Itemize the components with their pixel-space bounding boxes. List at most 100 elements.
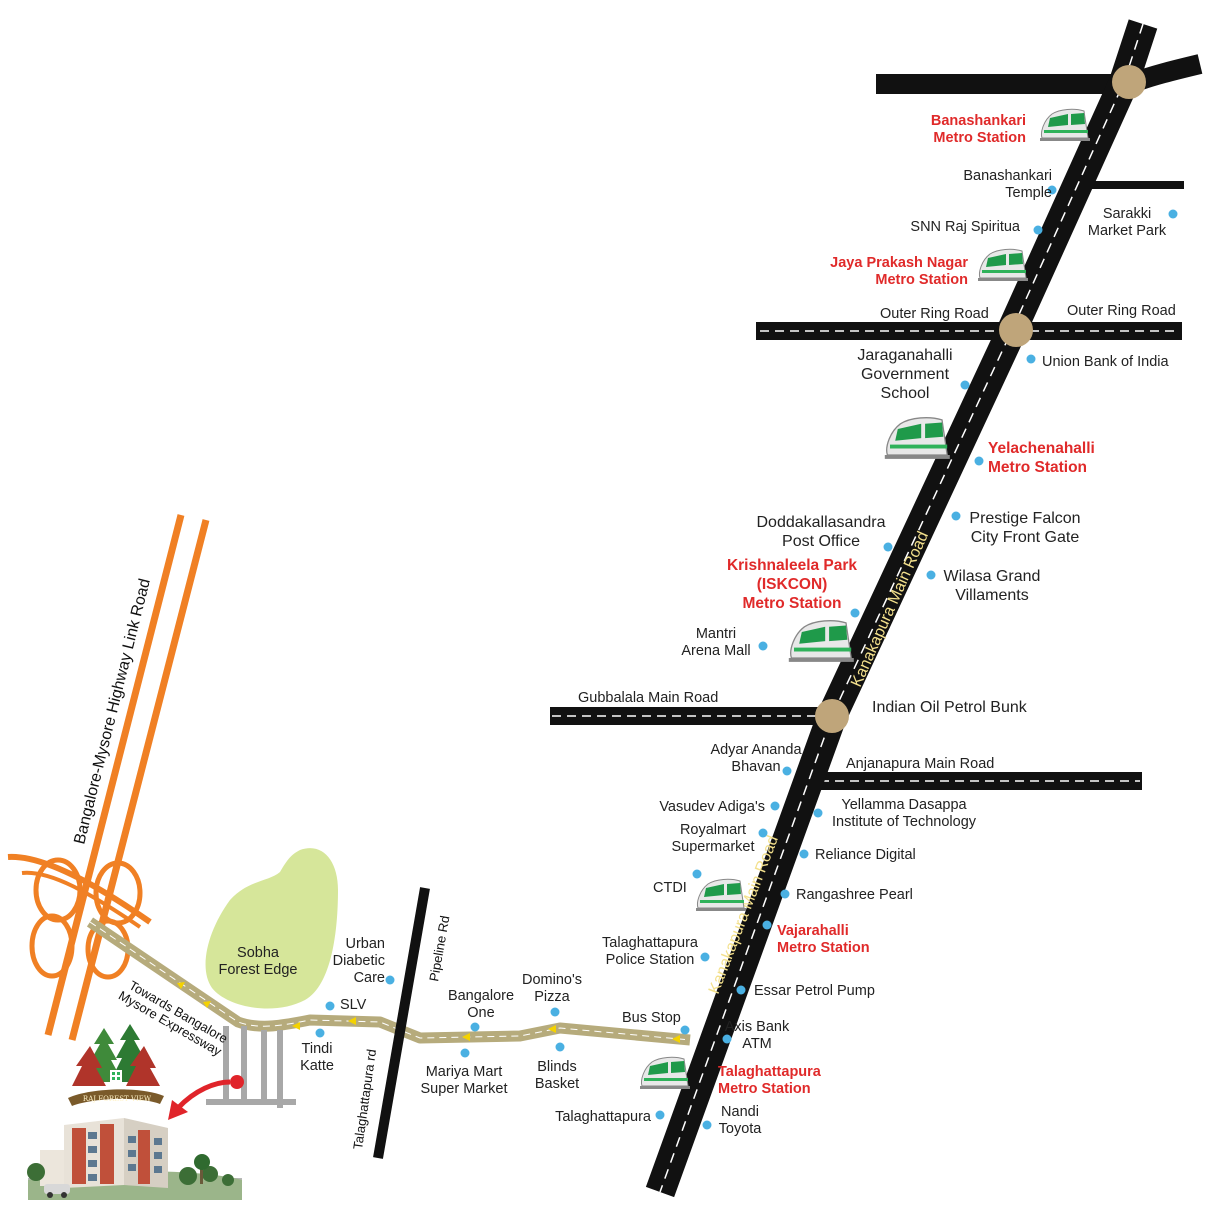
label-line: ATM: [742, 1036, 772, 1052]
landmark-rangashree: Rangashree Pearl: [796, 887, 913, 903]
label-line: Bhavan: [731, 759, 780, 775]
train-icon: [788, 620, 855, 663]
landmark-union-bank: Union Bank of India: [1042, 354, 1169, 370]
label-line: Domino's: [522, 972, 582, 988]
label-line: Indian Oil Petrol Bunk: [872, 699, 1028, 716]
label-line: SNN Raj Spiritua: [910, 219, 1021, 235]
label-line: Jaraganahalli: [857, 347, 952, 364]
label-line: Metro Station: [718, 1081, 811, 1097]
label-line: Doddakallasandra: [757, 514, 886, 531]
kanakapura-main-road: [645, 19, 1158, 1198]
label-line: Bus Stop: [622, 1010, 681, 1026]
label-line: Post Office: [782, 533, 860, 550]
label-line: Super Market: [420, 1081, 507, 1097]
label-line: Yelachenahalli: [988, 440, 1095, 457]
outer-ring-road-right: Outer Ring Road: [1067, 303, 1176, 319]
label-line: Pizza: [534, 989, 570, 1005]
landmark-snn-raj: SNN Raj Spiritua: [910, 219, 1021, 235]
pipeline-road: [373, 887, 430, 1159]
label-line: Metro Station: [933, 130, 1026, 146]
train-icon: [884, 417, 951, 460]
label-line: Mantri: [696, 626, 736, 642]
pipeline-road-label: Pipeline Rd: [426, 914, 452, 982]
landmark-bus-stop: Bus Stop: [622, 1010, 681, 1026]
label-line: Government: [861, 366, 950, 383]
label-line: Police Station: [606, 952, 695, 968]
label-line: Royalmart: [680, 822, 746, 838]
label-line: Bangalore: [448, 988, 514, 1004]
markers: [315, 185, 1178, 1130]
label-line: Sarakki: [1103, 206, 1151, 222]
outer-ring-road-left: Outer Ring Road: [880, 306, 989, 322]
label-line: Temple: [1005, 185, 1052, 201]
label-line: Katte: [300, 1058, 334, 1074]
label-line: Care: [354, 970, 385, 986]
label-line: Metro Station: [988, 459, 1087, 476]
label-line: Rangashree Pearl: [796, 887, 913, 903]
label-line: Union Bank of India: [1042, 354, 1169, 370]
kanakapura-road-label-upper: Kanakapura Main Road: [848, 529, 932, 689]
label-line: SLV: [340, 997, 367, 1013]
label-line: Metro Station: [777, 940, 870, 956]
landmark-talaghattapura: Talaghattapura: [555, 1109, 652, 1125]
anjanapura-road-label: Anjanapura Main Road: [846, 756, 994, 772]
highway-link-road: [7, 514, 210, 1041]
label-line: Essar Petrol Pump: [754, 983, 875, 999]
label-line: Arena Mall: [681, 643, 750, 659]
raj-forest-view-logo: RAJ FOREST VIEW: [68, 1024, 164, 1106]
local-road: [86, 917, 691, 1046]
label-line: Tindi: [302, 1041, 333, 1057]
site-marker: [168, 1075, 244, 1120]
label-line: Banashankari: [963, 168, 1052, 184]
label-line: Metro Station: [875, 272, 968, 288]
label-line: Market Park: [1088, 223, 1167, 239]
label-line: Vasudev Adiga's: [659, 799, 765, 815]
apartment-building-image: [27, 1118, 242, 1200]
label-line: Nandi: [721, 1104, 759, 1120]
landmark-vasudev: Vasudev Adiga's: [659, 799, 765, 815]
sobha-forest-edge-area: [205, 848, 338, 1009]
train-icon: [977, 248, 1029, 282]
landmark-slv: SLV: [340, 997, 367, 1013]
label-line: Axis Bank: [725, 1019, 790, 1035]
junctions: [815, 65, 1146, 733]
label-line: (ISKCON): [757, 576, 828, 593]
label-line: One: [467, 1005, 494, 1021]
label-line: Institute of Technology: [832, 814, 977, 830]
label-line: Talaghattapura: [555, 1109, 652, 1125]
cross-roads: [550, 54, 1203, 790]
label-line: Villaments: [955, 587, 1029, 604]
layout-roads: [206, 1026, 296, 1108]
highway-link-road-label: Bangalore-Mysore Highway Link Road: [71, 577, 154, 846]
svg-text:RAJ FOREST VIEW: RAJ FOREST VIEW: [83, 1095, 152, 1103]
label-line: Reliance Digital: [815, 847, 916, 863]
label-line: Jaya Prakash Nagar: [830, 255, 968, 271]
label-line: CTDI: [653, 880, 687, 896]
label-line: Urban: [346, 936, 386, 952]
label-line: Adyar Ananda: [710, 742, 802, 758]
landmark-indian-oil: Indian Oil Petrol Bunk: [872, 699, 1028, 716]
label-line: Blinds: [537, 1059, 577, 1075]
train-icon: [639, 1056, 691, 1090]
label-line: Toyota: [719, 1121, 763, 1137]
label-line: Vajarahalli: [777, 923, 849, 939]
